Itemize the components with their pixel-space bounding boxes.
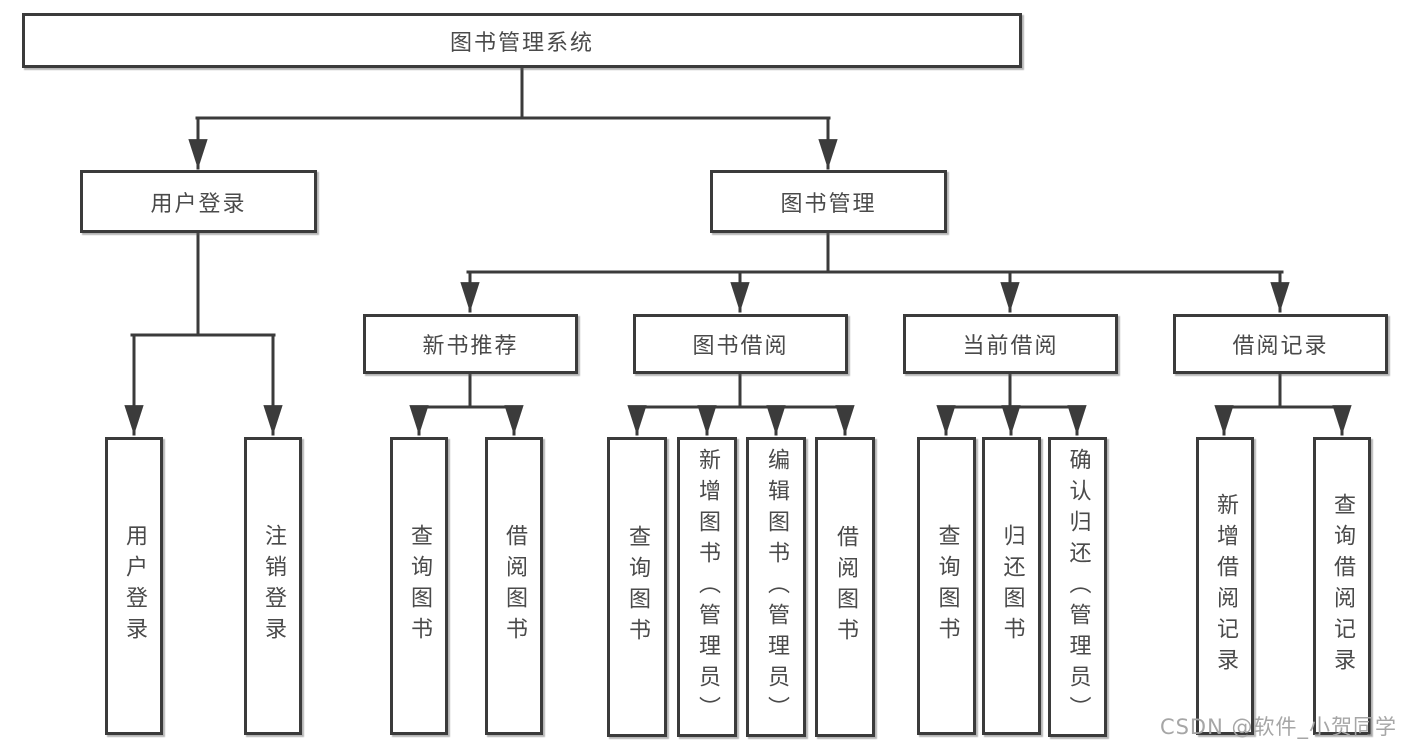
- leaf-query-borrow-record: 查询借阅记录: [1313, 437, 1371, 735]
- node-current-borrow: 当前借阅: [903, 314, 1118, 374]
- leaf-add-book-admin: 新增图书（管理员）: [677, 437, 737, 737]
- node-borrow-records: 借阅记录: [1173, 314, 1388, 374]
- leaf-borrow-book-recommend: 借阅图书: [485, 437, 543, 735]
- leaf-add-borrow-record: 新增借阅记录: [1196, 437, 1254, 735]
- leaf-logout: 注销登录: [244, 437, 302, 735]
- node-new-book-recommend: 新书推荐: [363, 314, 578, 374]
- csdn-watermark: CSDN @软件_小贺同学: [1159, 715, 1397, 739]
- leaf-user-login: 用户登录: [105, 437, 163, 735]
- leaf-confirm-return-admin: 确认归还（管理员）: [1048, 437, 1107, 737]
- leaf-query-book-current: 查询图书: [917, 437, 976, 735]
- node-user-login-branch: 用户登录: [80, 170, 317, 233]
- leaf-query-book-recommend: 查询图书: [390, 437, 448, 735]
- node-book-management-branch: 图书管理: [710, 170, 947, 233]
- leaf-return-book: 归还图书: [982, 437, 1041, 735]
- leaf-borrow-book: 借阅图书: [815, 437, 875, 737]
- leaf-query-book-borrow: 查询图书: [607, 437, 667, 737]
- node-book-borrow: 图书借阅: [633, 314, 848, 374]
- node-root-system: 图书管理系统: [22, 13, 1022, 68]
- leaf-edit-book-admin: 编辑图书（管理员）: [746, 437, 806, 737]
